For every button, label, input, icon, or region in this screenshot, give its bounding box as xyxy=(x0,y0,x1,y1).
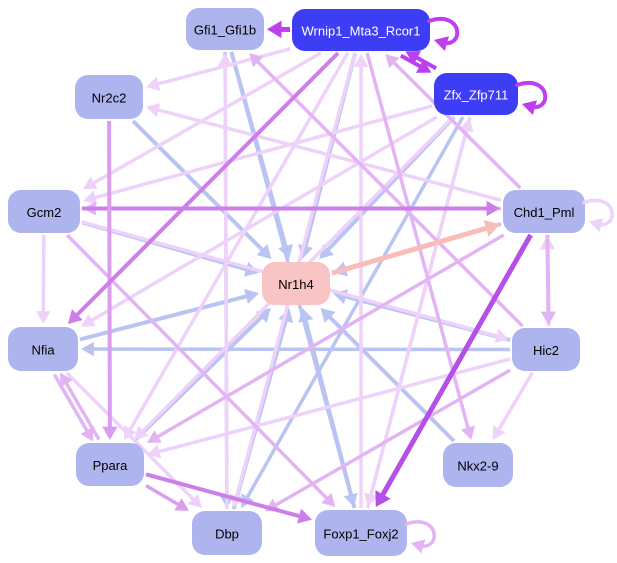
edge-hic2-nfia xyxy=(81,341,511,357)
self-loop-zfx xyxy=(515,81,548,116)
graph-node-gcm2[interactable]: Gcm2 xyxy=(8,190,80,233)
edge-nr1h4-chd1 xyxy=(331,219,500,276)
edge-dbp-gfi1 xyxy=(217,53,233,510)
edge-hic2-nkx xyxy=(492,372,534,440)
node-label-zfx: Zfx_Zfp711 xyxy=(444,88,509,103)
edge-chd1-foxp1 xyxy=(375,233,533,507)
node-label-gfi1: Gfi1_Gfi1b xyxy=(194,23,256,38)
edge-nfia-dbp xyxy=(65,371,202,508)
node-label-chd1: Chd1_Pml xyxy=(514,205,575,220)
edge-gcm2-chd1 xyxy=(82,200,500,217)
graph-node-zfx[interactable]: Zfx_Zfp711 xyxy=(434,73,518,115)
graph-node-foxp1[interactable]: Foxp1_Foxj2 xyxy=(315,510,407,556)
node-label-hic2: Hic2 xyxy=(533,343,559,358)
node-label-nr1h4: Nr1h4 xyxy=(278,277,313,292)
edge-zfx-nfia xyxy=(81,115,438,327)
edge-wrnip1-gcm2 xyxy=(83,51,322,190)
edge-ppara-nfia xyxy=(60,372,101,441)
graph-node-nr2c2[interactable]: Nr2c2 xyxy=(75,75,143,119)
edge-ppara-foxp1 xyxy=(145,472,312,524)
node-label-gcm2: Gcm2 xyxy=(27,205,62,220)
edge-chd1-nr2c2 xyxy=(146,103,502,202)
graph-node-hic2[interactable]: Hic2 xyxy=(512,328,580,371)
node-label-nr2c2: Nr2c2 xyxy=(92,91,127,106)
edge-hic2-gfi1 xyxy=(249,53,524,328)
edge-wrnip1-gfi1 xyxy=(267,20,291,39)
edge-nfia-ppara xyxy=(52,373,94,442)
self-loop-wrnip1 xyxy=(427,17,460,52)
graph-node-dbp[interactable]: Dbp xyxy=(192,511,262,555)
node-label-dbp: Dbp xyxy=(215,527,239,542)
edge-chd1-wrnip1 xyxy=(385,54,522,190)
node-label-wrnip1: Wrnip1_Mta3_Rcor1 xyxy=(302,24,421,39)
graph-node-ppara[interactable]: Ppara xyxy=(76,443,144,486)
edge-wrnip1-nkx xyxy=(365,52,475,440)
node-label-nfia: Nfia xyxy=(31,343,55,358)
node-label-foxp1: Foxp1_Foxj2 xyxy=(323,527,398,542)
graph-node-nkx[interactable]: Nkx2-9 xyxy=(443,443,513,487)
edge-wrnip1-nr2c2 xyxy=(146,47,291,91)
edge-foxp1-wrnip1 xyxy=(353,54,369,508)
edge-nfia-nr1h4 xyxy=(79,288,259,342)
edge-gcm2-nfia xyxy=(36,234,51,324)
node-label-nkx: Nkx2-9 xyxy=(457,459,498,474)
edge-zfx-dbp xyxy=(241,116,465,508)
self-loop-chd1 xyxy=(582,198,614,232)
edge-zfx-wrnip1 xyxy=(405,51,438,71)
graph-node-wrnip1[interactable]: Wrnip1_Mta3_Rcor1 xyxy=(292,9,430,51)
graph-node-chd1[interactable]: Chd1_Pml xyxy=(503,190,585,233)
edge-zfx-gcm2 xyxy=(83,104,433,205)
edge-wrnip1-zfx xyxy=(399,53,432,73)
edge-wrnip1-nfia xyxy=(67,51,340,324)
node-label-ppara: Ppara xyxy=(93,458,128,473)
edge-ppara-dbp xyxy=(145,484,189,511)
graph-node-nr1h4[interactable]: Nr1h4 xyxy=(262,262,330,305)
graph-node-gfi1[interactable]: Gfi1_Gfi1b xyxy=(186,8,264,50)
edge-nkx-nr1h4 xyxy=(320,308,456,443)
edge-chd1-hic2 xyxy=(540,234,557,325)
self-loop-foxp1 xyxy=(404,520,436,554)
edge-chd1-ppara xyxy=(147,233,505,443)
edge-nr2c2-ppara xyxy=(102,120,118,440)
graph-node-nfia[interactable]: Nfia xyxy=(8,327,78,371)
